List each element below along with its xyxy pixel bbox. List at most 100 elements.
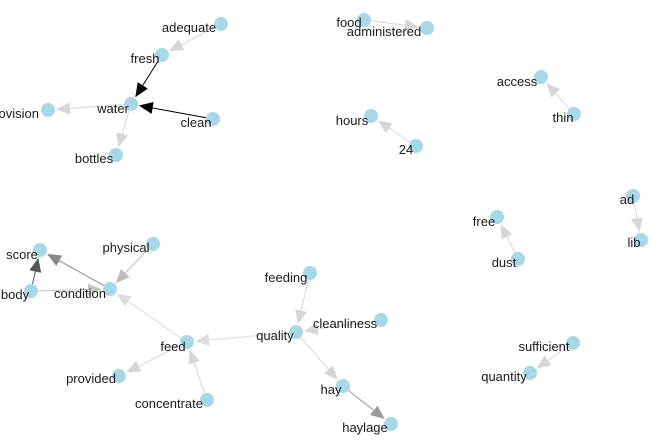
edge-layer (29, 19, 643, 420)
edge-arrowhead (135, 82, 148, 98)
node-label-score: score (6, 247, 38, 262)
node-condition (103, 282, 117, 296)
edge-arrowhead (295, 309, 307, 325)
edge-line (547, 346, 568, 361)
edge-arrowhead (404, 19, 420, 32)
edge-line (58, 260, 105, 287)
edge-water-provision (55, 102, 125, 115)
node-label-cleanliness: cleanliness (313, 316, 378, 331)
node-provided (112, 369, 126, 383)
edge-sufficient-quantity (536, 346, 568, 369)
node-label-feeding: feeding (265, 270, 308, 285)
edge-fresh-water (135, 60, 159, 98)
node-lib (634, 233, 648, 247)
edge-line (152, 107, 207, 119)
edge-arrowhead (324, 365, 338, 380)
edge-hay-haylage (348, 389, 385, 420)
edge-line (37, 289, 89, 292)
node-quality (289, 325, 303, 339)
edge-feed-condition (116, 293, 182, 339)
edge-arrowhead (546, 82, 561, 98)
edge-line (348, 389, 375, 411)
edge-line (389, 127, 411, 143)
edge-arrowhead (116, 293, 132, 307)
node-label-lib: lib (627, 235, 640, 250)
edge-arrowhead (115, 268, 130, 284)
edge-line (208, 332, 290, 341)
edge-water-bottles (116, 110, 130, 148)
edge-clean-water (138, 102, 207, 119)
edge-arrowhead (29, 257, 42, 273)
node-concentrate (200, 393, 214, 407)
node-score (33, 243, 47, 257)
node-physical (146, 237, 160, 251)
node-label-24: 24 (399, 142, 413, 157)
edge-line (142, 60, 159, 86)
edge-concentrate-feed (188, 349, 206, 394)
node-label-ad: ad (620, 192, 634, 207)
edge-line (138, 344, 181, 367)
node-access (534, 70, 548, 84)
node-body (24, 284, 38, 298)
label-layer: adequatefreshwaterrovisioncleanbottlesfo… (0, 15, 641, 435)
edge-dust-free (500, 224, 516, 253)
edge-arrowhead (126, 360, 142, 373)
node-feed (180, 335, 194, 349)
node-provision (41, 103, 55, 117)
edge-arrowhead (116, 132, 128, 148)
edge-line (300, 336, 329, 370)
edge-arrowhead (46, 253, 63, 266)
node-label-food: food (336, 15, 361, 30)
node-label-clean: clean (180, 115, 211, 130)
node-hours (364, 109, 378, 123)
edge-line (300, 279, 309, 311)
node-cleanliness (374, 313, 388, 327)
node-label-quantity: quantity (481, 369, 527, 384)
node-bottles (109, 148, 123, 162)
node-label-physical: physical (103, 240, 150, 255)
edge-line (121, 110, 130, 135)
edge-arrowhead (500, 224, 513, 240)
edge-quality-feed (194, 332, 290, 346)
edge-arrowhead (138, 102, 154, 114)
edge-arrowhead (303, 322, 319, 335)
edge-quality-hay (300, 336, 338, 380)
node-label-quality: quality (256, 328, 294, 343)
edge-arrowhead (169, 39, 185, 52)
node-label-body: body (1, 287, 30, 302)
edge-feed-provided (126, 344, 181, 373)
node-label-feed: feed (160, 339, 185, 354)
edge-arrowhead (370, 405, 385, 420)
node-label-hours: hours (336, 113, 369, 128)
edge-24-hours (377, 120, 411, 143)
edge-body-condition (37, 283, 103, 296)
edge-arrowhead (536, 355, 552, 369)
edge-ad-lib (631, 202, 643, 233)
node-sufficient (566, 336, 580, 350)
edge-arrowhead (631, 217, 643, 233)
edge-arrowhead (377, 120, 393, 134)
node-thin (567, 107, 581, 121)
node-label-adequate: adequate (162, 20, 216, 35)
edge-line (506, 236, 516, 253)
edge-line (370, 20, 406, 26)
node-quantity (523, 366, 537, 380)
node-dust (511, 252, 525, 266)
edge-line (181, 26, 216, 46)
edge-cleanliness-quality (303, 320, 375, 335)
node-label-provided: provided (66, 371, 116, 386)
edge-line (69, 104, 125, 109)
node-water (124, 97, 138, 111)
edge-line (124, 248, 149, 274)
node-label-haylage: haylage (342, 420, 388, 435)
node-label-sufficient: sufficient (518, 339, 569, 354)
node-clean (206, 112, 220, 126)
node-label-water: water (96, 101, 129, 116)
edge-body-score (29, 257, 42, 285)
node-label-fresh: fresh (131, 51, 160, 66)
edge-feeding-quality (295, 279, 309, 325)
edge-line (193, 362, 206, 394)
node-label-hay: hay (321, 382, 342, 397)
node-label-bottles: bottles (75, 151, 114, 166)
